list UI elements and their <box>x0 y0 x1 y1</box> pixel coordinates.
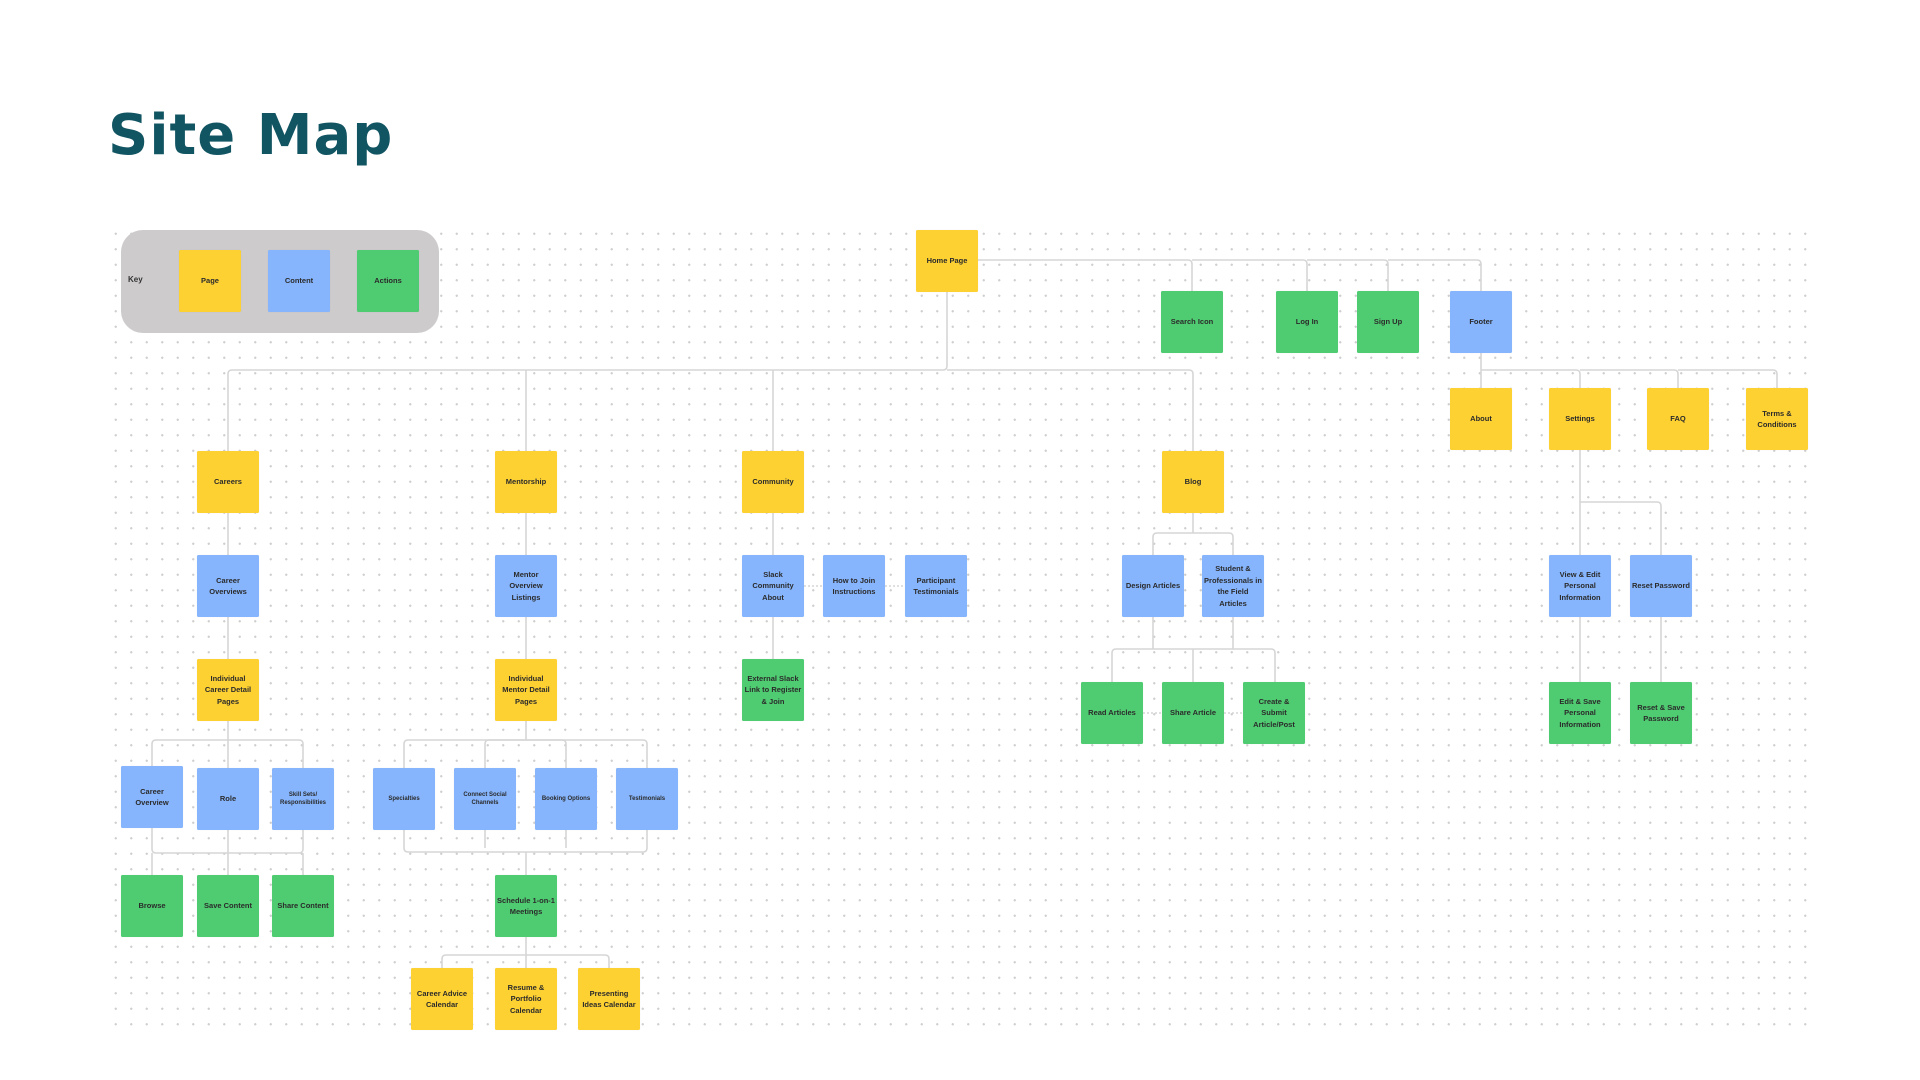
node-label: Testimonials <box>628 796 666 802</box>
node-save-content[interactable]: Save Content <box>197 875 259 937</box>
node-role[interactable]: Role <box>197 768 259 830</box>
node-footer[interactable]: Footer <box>1450 291 1512 353</box>
legend-actions-swatch: Actions <box>357 250 419 312</box>
node-label: Share Content <box>277 901 329 911</box>
node-participant-testimonials[interactable]: Participant Testimonials <box>905 555 967 617</box>
node-label: Terms & Conditions <box>1757 408 1797 430</box>
node-label: Specialties <box>388 796 420 802</box>
node-label: Reset Password <box>1632 581 1690 591</box>
node-booking-options[interactable]: Booking Options <box>535 768 597 830</box>
node-home-page[interactable]: Home Page <box>916 230 978 292</box>
node-schedule-meetings[interactable]: Schedule 1-on-1 Meetings <box>495 875 557 937</box>
node-label: Settings <box>1565 414 1595 424</box>
node-create-submit-article[interactable]: Create & Submit Article/Post <box>1243 682 1305 744</box>
node-label: Home Page <box>926 256 968 266</box>
node-how-to-join[interactable]: How to Join Instructions <box>823 555 885 617</box>
node-community[interactable]: Community <box>742 451 804 513</box>
node-blog[interactable]: Blog <box>1162 451 1224 513</box>
node-slack-community-about[interactable]: Slack Community About <box>742 555 804 617</box>
node-label: Individual Mentor Detail Pages <box>502 673 550 706</box>
node-label: Role <box>219 794 237 804</box>
node-label: Connect Social Channels <box>463 792 507 806</box>
node-careers[interactable]: Careers <box>197 451 259 513</box>
node-label: About <box>1470 414 1492 424</box>
node-label: Read Articles <box>1088 708 1136 718</box>
node-label: Careers <box>214 477 242 487</box>
node-log-in[interactable]: Log In <box>1276 291 1338 353</box>
node-label: Blog <box>1184 477 1202 487</box>
node-label: Skill Sets/ Responsibilities <box>279 792 326 806</box>
page-title: Site Map <box>108 103 394 168</box>
node-label: Create & Submit Article/Post <box>1253 696 1295 729</box>
node-sign-up[interactable]: Sign Up <box>1357 291 1419 353</box>
node-label: Career Overviews <box>209 575 247 597</box>
node-label: Log In <box>1295 317 1319 327</box>
node-label: Slack Community About <box>752 569 794 602</box>
node-skill-sets[interactable]: Skill Sets/ Responsibilities <box>272 768 334 830</box>
node-design-articles[interactable]: Design Articles <box>1122 555 1184 617</box>
dotted-canvas <box>108 226 1814 1032</box>
node-mentor-overview-listings[interactable]: Mentor Overview Listings <box>495 555 557 617</box>
legend-key-label: Key <box>128 275 143 284</box>
node-share-article[interactable]: Share Article <box>1162 682 1224 744</box>
node-label: Design Articles <box>1125 581 1181 591</box>
node-label: Booking Options <box>541 796 591 802</box>
legend-content-swatch: Content <box>268 250 330 312</box>
node-label: Student & Professionals in the Field Art… <box>1204 564 1262 608</box>
node-terms-conditions[interactable]: Terms & Conditions <box>1746 388 1808 450</box>
node-label: Browse <box>138 901 166 911</box>
node-label: Career Advice Calendar <box>416 988 468 1010</box>
node-career-advice-calendar[interactable]: Career Advice Calendar <box>411 968 473 1030</box>
node-mentorship[interactable]: Mentorship <box>495 451 557 513</box>
node-label: Mentor Overview Listings <box>509 569 543 602</box>
node-connect-social-channels[interactable]: Connect Social Channels <box>454 768 516 830</box>
node-individual-career-detail[interactable]: Individual Career Detail Pages <box>197 659 259 721</box>
node-label: Presenting Ideas Calendar <box>582 988 636 1010</box>
legend-actions-label: Actions <box>374 276 402 286</box>
node-specialties[interactable]: Specialties <box>373 768 435 830</box>
node-label: Individual Career Detail Pages <box>204 673 252 706</box>
node-label: FAQ <box>1670 414 1686 424</box>
node-reset-password[interactable]: Reset Password <box>1630 555 1692 617</box>
node-faq[interactable]: FAQ <box>1647 388 1709 450</box>
legend-page-label: Page <box>201 276 219 286</box>
node-external-slack-link[interactable]: External Slack Link to Register & Join <box>742 659 804 721</box>
node-label: Schedule 1-on-1 Meetings <box>497 895 555 917</box>
node-career-overview[interactable]: Career Overview <box>121 766 183 828</box>
node-label: Career Overview <box>135 786 169 808</box>
legend-content-label: Content <box>284 276 314 286</box>
node-label: View & Edit Personal Information <box>1559 569 1601 602</box>
legend-page-swatch: Page <box>179 250 241 312</box>
node-label: Edit & Save Personal Information <box>1559 696 1601 729</box>
node-browse[interactable]: Browse <box>121 875 183 937</box>
node-student-professionals-articles[interactable]: Student & Professionals in the Field Art… <box>1202 555 1264 617</box>
node-label: Community <box>752 477 794 487</box>
node-settings[interactable]: Settings <box>1549 388 1611 450</box>
node-label: Share Article <box>1170 708 1216 718</box>
node-share-content[interactable]: Share Content <box>272 875 334 937</box>
node-presenting-ideas-calendar[interactable]: Presenting Ideas Calendar <box>578 968 640 1030</box>
node-testimonials[interactable]: Testimonials <box>616 768 678 830</box>
node-edit-save-personal-info[interactable]: Edit & Save Personal Information <box>1549 682 1611 744</box>
node-individual-mentor-detail[interactable]: Individual Mentor Detail Pages <box>495 659 557 721</box>
node-label: Search Icon <box>1170 317 1214 327</box>
node-label: Resume & Portfolio Calendar <box>507 982 545 1015</box>
node-label: Reset & Save Password <box>1637 702 1685 724</box>
node-label: Mentorship <box>505 477 547 487</box>
node-resume-portfolio-calendar[interactable]: Resume & Portfolio Calendar <box>495 968 557 1030</box>
node-reset-save-password[interactable]: Reset & Save Password <box>1630 682 1692 744</box>
node-label: Participant Testimonials <box>913 575 959 597</box>
node-label: Sign Up <box>1373 317 1403 327</box>
node-label: How to Join Instructions <box>832 575 876 597</box>
node-read-articles[interactable]: Read Articles <box>1081 682 1143 744</box>
node-about[interactable]: About <box>1450 388 1512 450</box>
node-search-icon[interactable]: Search Icon <box>1161 291 1223 353</box>
node-label: External Slack Link to Register & Join <box>744 673 802 706</box>
node-label: Save Content <box>204 901 252 911</box>
node-view-edit-personal-info[interactable]: View & Edit Personal Information <box>1549 555 1611 617</box>
node-career-overviews[interactable]: Career Overviews <box>197 555 259 617</box>
node-label: Footer <box>1469 317 1493 327</box>
